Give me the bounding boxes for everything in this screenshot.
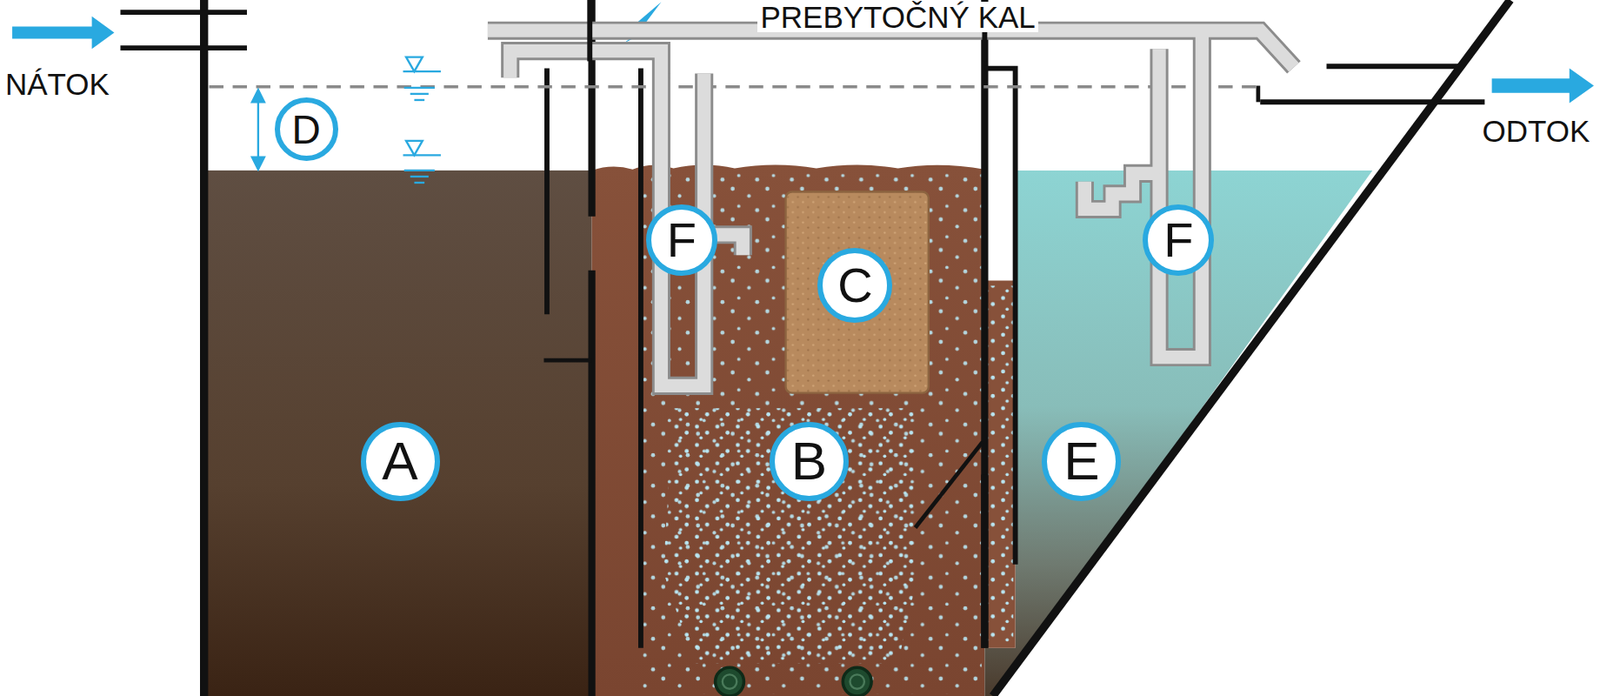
callout-letter: F <box>1163 215 1194 265</box>
callout-letter: C <box>837 260 873 310</box>
flow-label: PREBYTOČNÝ KAL <box>757 1 1038 33</box>
callout-circle: B <box>769 421 849 501</box>
callout-circle: F <box>1142 204 1214 276</box>
flow-label: ODTOK <box>1480 115 1594 147</box>
flow-label: NÁTOK <box>2 68 113 100</box>
callout-letter: D <box>291 109 320 150</box>
callout-circle: A <box>360 421 440 501</box>
callout-letter: A <box>381 433 418 488</box>
callout-circle: E <box>1041 421 1121 501</box>
callout-letter: F <box>666 215 697 265</box>
callout-circle: D <box>274 97 339 161</box>
callout-circle: F <box>646 204 718 276</box>
callout-letter: E <box>1063 433 1100 488</box>
callout-letter: B <box>791 433 827 488</box>
